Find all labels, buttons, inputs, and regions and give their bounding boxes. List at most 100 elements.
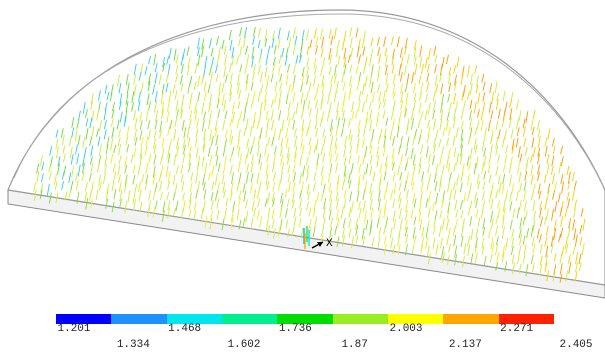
vector-arrow [578, 253, 582, 265]
vector-arrow [491, 243, 495, 253]
vector-arrow [301, 181, 305, 192]
vector-arrow [41, 162, 45, 171]
vector-arrow [264, 29, 268, 42]
vector-arrow [159, 191, 163, 201]
vector-arrow [139, 201, 143, 212]
vector-arrow [98, 182, 102, 191]
vector-arrow [552, 190, 555, 200]
vector-arrow [494, 81, 498, 94]
vector-arrow [393, 182, 397, 195]
vector-arrow [295, 102, 299, 115]
vector-arrow [525, 264, 529, 277]
vector-arrow [510, 128, 514, 139]
vector-arrow [383, 244, 387, 256]
vector-arrow [85, 109, 88, 118]
vector-arrow [456, 56, 460, 68]
vector-arrow [335, 190, 339, 202]
vector-arrow [539, 243, 543, 254]
vector-arrow [558, 233, 562, 243]
vector-arrow [286, 198, 290, 208]
vector-arrow [243, 109, 247, 122]
vector-arrow [175, 165, 179, 174]
vector-arrow [329, 198, 333, 211]
vector-arrow [168, 90, 172, 103]
vector-arrow [358, 164, 362, 174]
vector-arrow [246, 147, 250, 159]
vector-arrow [538, 233, 542, 243]
vector-arrow [425, 237, 429, 249]
vector-arrow [511, 228, 515, 239]
vector-arrow [224, 207, 227, 220]
legend-swatch [332, 314, 389, 324]
vector-arrow [433, 118, 436, 131]
vector-arrow [187, 82, 191, 94]
vector-arrow [349, 27, 353, 37]
vector-arrow [413, 100, 417, 111]
model-viewport[interactable]: X [0, 0, 605, 300]
vector-arrow [88, 172, 92, 182]
vector-arrow [442, 127, 446, 137]
vector-arrow [369, 183, 373, 195]
vector-arrow [144, 180, 148, 191]
slab-curved-edge [13, 13, 604, 187]
vector-arrow [460, 137, 464, 149]
vector-arrow [550, 165, 554, 175]
vector-arrow [561, 181, 565, 194]
vector-arrow [116, 119, 120, 130]
vector-arrow [90, 101, 94, 110]
vector-arrow [495, 262, 499, 271]
vector-arrow [426, 182, 430, 191]
vector-arrow [285, 219, 289, 229]
vector-arrow [391, 54, 395, 66]
vector-arrow [530, 164, 534, 176]
vector-arrow [404, 219, 408, 231]
vector-arrow [545, 208, 549, 220]
vector-arrow [413, 216, 417, 225]
vector-arrow [291, 226, 295, 236]
vector-arrow [250, 100, 254, 109]
vector-arrow [99, 120, 102, 132]
vector-arrow [229, 118, 233, 128]
vector-arrow [201, 102, 205, 115]
vector-arrow [460, 120, 464, 130]
vector-arrow [260, 84, 264, 94]
vector-arrow [421, 64, 424, 75]
vector-arrow [404, 102, 408, 112]
vector-arrow [175, 99, 179, 112]
vector-arrow [427, 126, 431, 137]
vector-arrow [369, 219, 373, 231]
vector-arrow [568, 261, 572, 274]
vector-arrow [405, 126, 409, 135]
vector-arrow [397, 244, 401, 255]
vector-arrow [181, 119, 185, 132]
vector-arrow [166, 110, 170, 123]
vector-arrow [172, 83, 176, 94]
vector-arrow [222, 145, 226, 157]
vector-arrow [497, 129, 501, 139]
vector-arrow [574, 270, 578, 282]
vector-arrow [267, 225, 271, 236]
legend-label-bottom: 1.334 [116, 339, 150, 351]
vector-arrow [193, 201, 197, 211]
vector-arrow [579, 224, 583, 234]
vector-arrow [426, 134, 430, 144]
vector-arrow [245, 199, 248, 209]
vector-arrow [505, 237, 509, 250]
vector-arrow [209, 93, 212, 106]
vector-arrow [308, 82, 312, 92]
vector-arrow [477, 109, 480, 118]
vector-arrow [173, 48, 177, 61]
vector-arrow [404, 209, 408, 221]
vector-arrow [61, 181, 65, 190]
vector-arrow [377, 198, 381, 211]
vector-arrow [463, 243, 467, 255]
vector-arrow [175, 73, 178, 83]
vector-arrow [453, 92, 457, 105]
vector-arrow [33, 182, 37, 192]
vector-arrow [523, 244, 527, 255]
vector-arrow [257, 135, 261, 147]
vector-arrow [245, 210, 249, 223]
legend-label-bottom: 1.87 [341, 339, 368, 351]
vector-arrow [425, 226, 429, 239]
vector-arrow [118, 101, 122, 110]
